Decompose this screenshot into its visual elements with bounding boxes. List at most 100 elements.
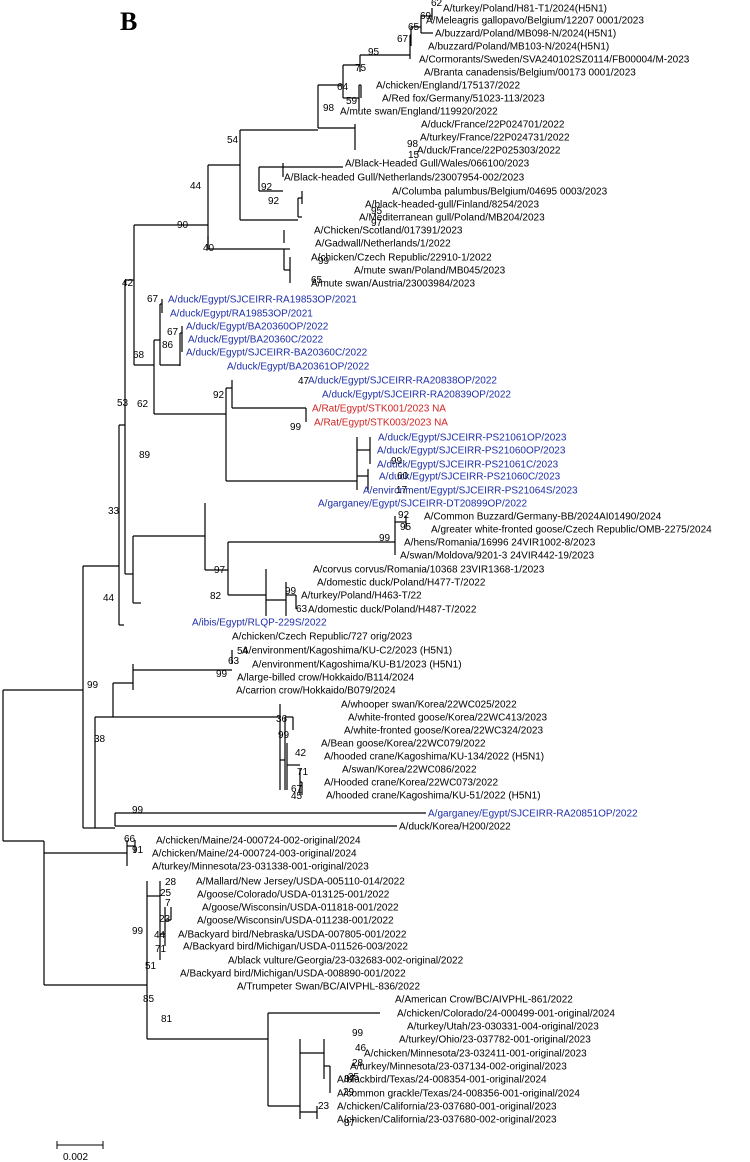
bootstrap-value: 53 — [117, 398, 129, 409]
bootstrap-value: 46 — [355, 1043, 367, 1054]
tip-label: A/chicken/Czech Republic/727 orig/2023 — [232, 632, 413, 643]
tip-label: A/turkey/Minnesota/23-031338-001-origina… — [152, 862, 369, 873]
bootstrap-value: 44 — [103, 593, 115, 604]
tip-label: A/greater white-fronted goose/Czech Repu… — [431, 525, 712, 536]
bootstrap-value: 68 — [133, 350, 145, 361]
tip-label: A/turkey/France/22P024731/2022 — [420, 133, 570, 144]
tip-label: A/Rat/Egypt/STK001/2023 NA — [312, 404, 446, 415]
tip-label: A/Common Buzzard/Germany-BB/2024AI01490/… — [424, 512, 662, 523]
tip-label: A/swan/Moldova/9201-3 24VIR442-19/2023 — [400, 551, 594, 562]
tip-label: A/Rat/Egypt/STK003/2023 NA — [314, 418, 448, 429]
tip-label: A/Mediterranean gull/Poland/MB204/2023 — [359, 213, 545, 224]
bootstrap-value: 92 — [268, 196, 280, 207]
tip-label: A/hens/Romania/16996 24VIR1002-8/2023 — [404, 538, 596, 549]
tip-label: A/chicken/England/175137/2022 — [376, 81, 520, 92]
tip-label: A/goose/Wisconsin/USDA-011818-001/2022 — [202, 903, 399, 914]
bootstrap-value: 28 — [352, 1058, 364, 1069]
bootstrap-value: 99 — [132, 926, 144, 937]
bootstrap-value: 95 — [368, 47, 380, 58]
bootstrap-value: 65 — [408, 22, 420, 33]
tip-label: A/white-fronted goose/Korea/22WC324/2023 — [344, 726, 543, 737]
bootstrap-value: 86 — [162, 340, 174, 351]
tip-label: A/chicken/Colorado/24-000499-001-origina… — [397, 1009, 615, 1020]
bootstrap-value: 15 — [408, 150, 420, 161]
tip-label: A/American Crow/BC/AIVPHL-861/2022 — [395, 995, 573, 1006]
tip-label: A/buzzard/Poland/MB103-N/2024(H5N1) — [428, 42, 609, 53]
tip-label: A/Columba palumbus/Belgium/04695 0003/20… — [392, 187, 608, 198]
tip-label: A/duck/Egypt/BA20360OP/2022 — [186, 322, 329, 333]
tip-label: A/Black-headed Gull/Netherlands/23007954… — [284, 173, 525, 184]
bootstrap-value: 23 — [159, 914, 171, 925]
tip-label: A/duck/Egypt/SJCEIRR-PS21060OP/2023 — [377, 446, 566, 457]
tip-label: A/hooded crane/Kagoshima/KU-134/2022 (H5… — [324, 752, 544, 763]
bootstrap-value: 44 — [154, 930, 166, 941]
tip-label: A/duck/France/22P025303/2022 — [417, 146, 561, 157]
bootstrap-value: 99 — [290, 422, 302, 433]
panel-label: B — [120, 7, 137, 36]
tip-label: A/Red fox/Germany/51023-113/2023 — [382, 94, 545, 105]
bootstrap-value: 71 — [155, 944, 167, 955]
bootstrap-value: 25 — [160, 888, 172, 899]
bootstrap-value: 67 — [397, 34, 409, 45]
tip-label: A/duck/Egypt/SJCEIRR-RA20838OP/2022 — [308, 376, 497, 387]
bootstrap-value: 54 — [237, 646, 249, 657]
bootstrap-value: 95 — [400, 522, 412, 533]
bootstrap-value: 82 — [210, 591, 222, 602]
bootstrap-value: 23 — [318, 1101, 330, 1112]
bootstrap-value: 42 — [122, 278, 134, 289]
tip-label: A/duck/Korea/H200/2022 — [399, 822, 511, 833]
tip-label: A/swan/Korea/22WC086/2022 — [342, 765, 477, 776]
bootstrap-value: 99 — [132, 805, 144, 816]
tip-label: A/Mallard/New Jersey/USDA-005110-014/202… — [196, 877, 405, 888]
tip-label: A/garganey/Egypt/SJCEIRR-DT20899OP/2022 — [318, 499, 527, 510]
tip-label: A/mute swan/Poland/MB045/2023 — [354, 266, 506, 277]
tip-label: A/garganey/Egypt/SJCEIRR-RA20851OP/2022 — [428, 809, 638, 820]
bootstrap-value: 90 — [177, 220, 189, 231]
bootstrap-value: 45 — [291, 791, 303, 802]
tip-label: A/turkey/Minnesota/23-037134-002-origina… — [350, 1062, 567, 1073]
bootstrap-value: 71 — [297, 767, 309, 778]
tip-label: A/Cormorants/Sweden/SVA240102SZ0114/FB00… — [419, 55, 690, 66]
bootstrap-value: 98 — [407, 139, 419, 150]
tip-label: A/duck/Egypt/BA20361OP/2022 — [227, 362, 370, 373]
tip-label: A/environment/Kagoshima/KU-B1/2023 (H5N1… — [252, 660, 462, 671]
tip-label: A/black-headed-gull/Finland/8254/2023 — [365, 200, 539, 211]
tip-label: A/duck/Egypt/SJCEIRR-PS21061OP/2023 — [378, 433, 567, 444]
tip-label: A/Bean goose/Korea/22WC079/2022 — [321, 739, 486, 750]
bootstrap-value: 89 — [139, 450, 151, 461]
tip-label: A/chicken/Maine/24-000724-003-original/2… — [152, 849, 357, 860]
bootstrap-value: 64 — [337, 82, 349, 93]
tip-label: A/duck/Egypt/RA19853OP/2021 — [170, 309, 313, 320]
bootstrap-value: 69 — [420, 11, 432, 22]
tip-label: A/Black-Headed Gull/Wales/066100/2023 — [345, 159, 530, 170]
bootstrap-value: 87 — [344, 1074, 356, 1085]
tip-label: A/corvus corvus/Romania/10368 23VIR1368-… — [313, 565, 545, 576]
bootstrap-value: 99 — [216, 669, 228, 680]
bootstrap-value: 67 — [147, 294, 159, 305]
bootstrap-value: 99 — [352, 1028, 364, 1039]
bootstrap-value: 33 — [108, 506, 120, 517]
bootstrap-value: 63 — [228, 656, 240, 667]
tip-label: A/duck/Egypt/SJCEIRR-RA19853OP/2021 — [168, 295, 357, 306]
tip-label: A/turkey/Poland/H81-T1/2024(H5N1) — [443, 4, 607, 15]
bootstrap-value: 97 — [214, 565, 226, 576]
bootstrap-value: 35 — [348, 1072, 360, 1083]
tip-label: A/Backyard bird/Michigan/USDA-008890-001… — [180, 969, 406, 980]
bootstrap-value: 67 — [291, 784, 303, 795]
tip-label: A/environment/Kagoshima/KU-C2/2023 (H5N1… — [242, 646, 452, 657]
tip-label: A/duck/France/22P024701/2022 — [421, 120, 565, 131]
bootstrap-value: 44 — [190, 181, 202, 192]
bootstrap-value: 99 — [318, 256, 330, 267]
tip-label: A/turkey/Poland/H463-T/22 — [301, 591, 422, 602]
bootstrap-labels: 6269656795755964989815549292959744409099… — [87, 0, 443, 1129]
tip-label: A/chicken/California/23-037680-002-origi… — [337, 1115, 557, 1126]
scale-bar: 0.002 — [56, 1141, 104, 1162]
bootstrap-value: 29 — [343, 1087, 355, 1098]
tip-label: A/Branta canadensis/Belgium/00173 0001/2… — [424, 68, 636, 79]
bootstrap-value: 62 — [431, 0, 443, 9]
bootstrap-value: 63 — [296, 604, 308, 615]
tip-label: A/whooper swan/Korea/22WC025/2022 — [341, 700, 517, 711]
tip-label: A/duck/Egypt/BA20360C/2022 — [188, 335, 324, 346]
